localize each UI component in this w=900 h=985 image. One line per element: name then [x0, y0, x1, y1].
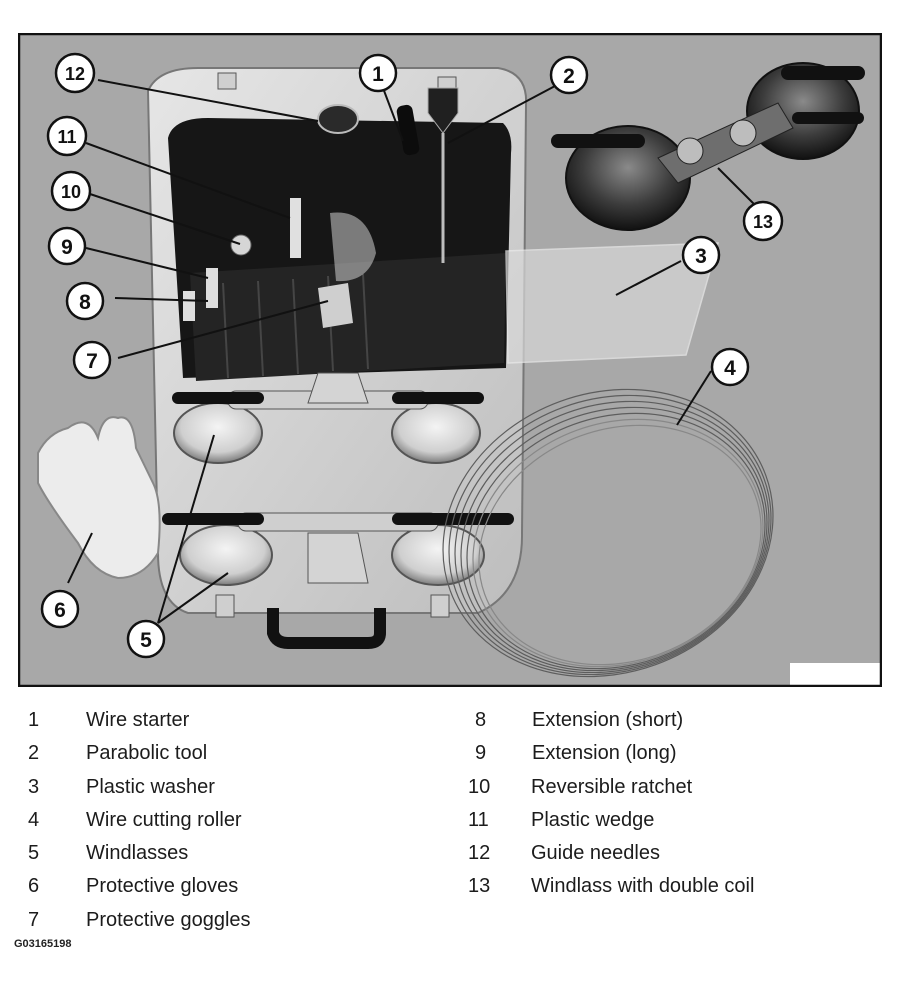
legend-label: Wire cutting roller: [86, 809, 242, 831]
callout-7-text: 7: [86, 350, 98, 373]
callout-9-text: 9: [61, 236, 73, 259]
callout-5-text: 5: [140, 629, 152, 652]
windlass-double-coil: [551, 62, 865, 231]
callout-3-text: 3: [695, 245, 707, 268]
legend-label: Plastic wedge: [531, 809, 655, 831]
legend-label: Plastic washer: [86, 776, 215, 798]
callout-12: 12: [54, 52, 96, 94]
callout-1-text: 1: [372, 63, 384, 86]
callout-2-text: 2: [563, 65, 575, 88]
legend-number: 3: [28, 776, 40, 798]
legend-number: 5: [28, 842, 40, 864]
plastic-washer: [505, 242, 720, 364]
callout-12-text: 12: [65, 64, 85, 84]
legend-label: Windlass with double coil: [531, 875, 755, 897]
windlasses: [162, 372, 514, 586]
callout-9: 9: [47, 226, 87, 266]
callout-8-text: 8: [79, 291, 91, 314]
callout-10: 10: [50, 170, 92, 212]
legend-number: 13: [468, 875, 491, 897]
legend-number: 2: [28, 742, 40, 764]
legend-label: Reversible ratchet: [531, 776, 693, 798]
legend-label: Parabolic tool: [86, 742, 208, 764]
legend-number: 4: [28, 809, 40, 831]
callout-8: 8: [65, 281, 105, 321]
callout-6: 6: [40, 589, 80, 629]
wire-coil: [442, 388, 774, 678]
case-handle: [267, 608, 386, 649]
callout-13: 13: [742, 200, 784, 242]
legend-number: 9: [475, 742, 487, 764]
callout-11: 11: [46, 115, 88, 157]
callout-5: 5: [126, 619, 166, 659]
legend-label: Wire starter: [86, 709, 190, 731]
legend-label: Protective goggles: [86, 909, 251, 931]
callout-2: 2: [549, 55, 589, 95]
tool-case: [146, 67, 528, 618]
tool-kit-photo: 1 2 3 4 5 6 7 8 9 10 11 12 13: [18, 33, 882, 687]
legend-label: Guide needles: [531, 842, 660, 864]
callout-6-text: 6: [54, 599, 66, 622]
figure-frame: [18, 33, 882, 687]
callout-7: 7: [72, 340, 112, 380]
legend-label: Protective gloves: [86, 875, 239, 897]
callout-13-text: 13: [753, 212, 773, 232]
legend-number: 7: [28, 909, 40, 931]
callout-4-text: 4: [724, 357, 736, 380]
legend-label: Windlasses: [86, 842, 189, 864]
legend-number: 1: [28, 709, 40, 731]
legend-number: 11: [468, 809, 489, 831]
legend-label: Extension (long): [532, 742, 677, 764]
legend-label: Extension (short): [532, 709, 684, 731]
legend-number: 10: [468, 776, 491, 798]
foam-tools: [183, 87, 459, 328]
figure-code: G03165198: [14, 938, 72, 950]
leader-lines: [67, 79, 764, 624]
callout-10-text: 10: [61, 182, 81, 202]
protective-gloves: [37, 416, 161, 580]
legend-number: 8: [475, 709, 487, 731]
callout-4: 4: [710, 347, 750, 387]
callout-1: 1: [358, 53, 398, 93]
legend-number: 6: [28, 875, 40, 897]
callout-3: 3: [681, 235, 721, 275]
callout-11-text: 11: [57, 127, 76, 147]
legend-number: 12: [468, 842, 491, 864]
